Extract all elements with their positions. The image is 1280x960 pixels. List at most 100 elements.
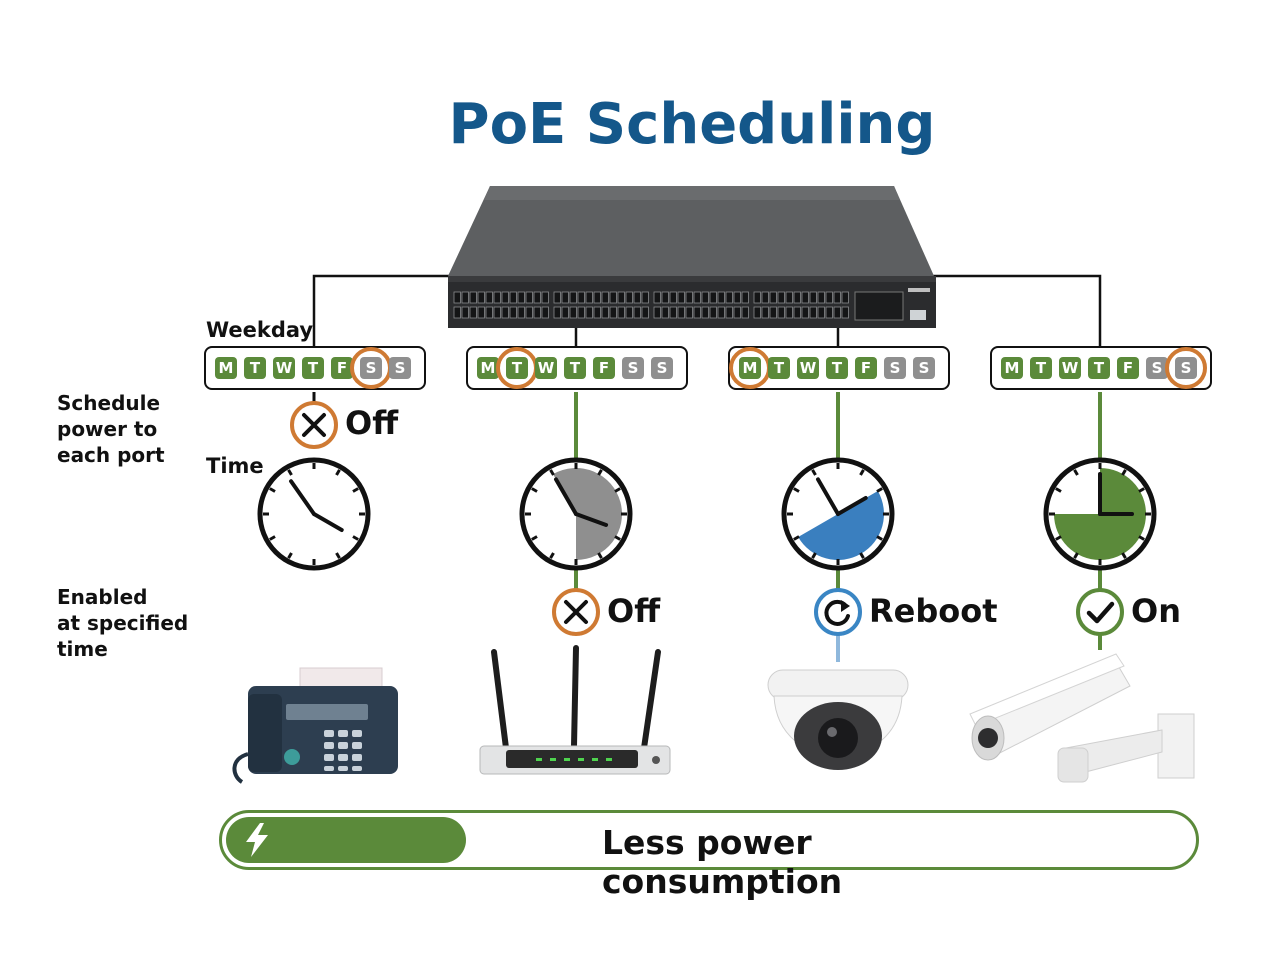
switch-port (717, 306, 725, 319)
switch-sfp-block (854, 291, 904, 321)
switch-port (769, 291, 777, 304)
clock-tick (859, 469, 865, 476)
switch-port (785, 291, 793, 304)
switch-port (561, 291, 569, 304)
day-3-port-2: T (564, 357, 586, 379)
switch-port (617, 291, 625, 304)
enabled-label-line-3: time (57, 637, 108, 661)
clock-tick (793, 535, 800, 541)
clock-tick (352, 487, 359, 493)
switch-port (469, 306, 477, 319)
switch-top-panel (448, 186, 934, 276)
switch-port (509, 306, 517, 319)
clock-tick (1055, 535, 1062, 541)
switch-port (825, 291, 833, 304)
day-2-port-3: W (797, 357, 819, 379)
switch-port (477, 291, 485, 304)
fax-display (286, 704, 368, 720)
fax-keypad (324, 730, 362, 771)
selected-day-ring (1165, 347, 1207, 389)
switch-port (525, 306, 533, 319)
day-0-port-2: M (477, 357, 499, 379)
switch-port (769, 306, 777, 319)
router-antenna-left (491, 649, 509, 751)
clock-port-2 (519, 457, 633, 571)
schedule-label-line-2: power to (57, 417, 158, 441)
switch-port (625, 291, 633, 304)
switch-port (817, 306, 825, 319)
enabled-label: Enabled at specified time (57, 584, 188, 662)
switch-port (741, 291, 749, 304)
switch-port (669, 306, 677, 319)
switch-port (777, 306, 785, 319)
switch-port (841, 291, 849, 304)
switch-port (801, 306, 809, 319)
day-6-port-2: S (651, 357, 673, 379)
fax-cord (232, 752, 249, 784)
switch-port (833, 306, 841, 319)
clock-hour-hand (836, 496, 868, 516)
switch-port (593, 306, 601, 319)
switch-port (709, 306, 717, 319)
switch-port (641, 291, 649, 304)
clock-hour-hand (312, 512, 344, 532)
switch-port (733, 306, 741, 319)
clock-tick (811, 469, 817, 476)
switch-port (569, 306, 577, 319)
router-antenna-center (571, 645, 579, 749)
power-banner: Less power consumption (219, 810, 1199, 901)
clock-tick (811, 552, 817, 559)
bullet-camera-lens (978, 728, 998, 748)
day-2-port-4: W (1059, 357, 1081, 379)
enabled-label-line-1: Enabled (57, 585, 148, 609)
switch-port (841, 306, 849, 319)
day-0-port-4: M (1001, 357, 1023, 379)
switch-console-port (910, 310, 926, 320)
day-3-port-3: T (826, 357, 848, 379)
switch-port (793, 291, 801, 304)
router-leds (536, 758, 612, 761)
clock-tick (335, 469, 341, 476)
switch-port (641, 306, 649, 319)
clock-tick (335, 552, 341, 559)
switch-port (785, 306, 793, 319)
switch-port (733, 291, 741, 304)
switch-port (569, 291, 577, 304)
switch-port (625, 306, 633, 319)
switch-port (725, 291, 733, 304)
port-2-status-icon (552, 588, 600, 636)
clock-tick (287, 552, 293, 559)
switch-port (577, 306, 585, 319)
clock-tick (1121, 469, 1127, 476)
switch-port (501, 306, 509, 319)
router-antenna-right (641, 649, 661, 751)
switch-front-edge (448, 276, 936, 282)
port-4-status-icon (1076, 588, 1124, 636)
switch-port (725, 306, 733, 319)
switch-port (469, 291, 477, 304)
switch-port (717, 291, 725, 304)
day-0-port-1: M (215, 357, 237, 379)
switch-port (669, 291, 677, 304)
lightning-icon (246, 823, 268, 857)
switch-port (809, 291, 817, 304)
day-5-port-4: S (1146, 357, 1168, 379)
clock-schedule-wedge (798, 491, 884, 560)
switch-port (653, 291, 661, 304)
port-3-status-label: Reboot (869, 592, 998, 630)
schedule-label-line-1: Schedule (57, 391, 161, 415)
bullet-mount-joint (1057, 747, 1089, 783)
day-4-port-3: F (855, 357, 877, 379)
switch-port (609, 306, 617, 319)
port-3-status-icon (814, 588, 862, 636)
fax-machine-image (232, 667, 398, 784)
day-4-port-1: F (331, 357, 353, 379)
day-1-port-4: T (1030, 357, 1052, 379)
switch-port (453, 291, 461, 304)
clock-tick (1073, 552, 1079, 559)
weekday-label: Weekday (206, 318, 314, 342)
switch-port (693, 306, 701, 319)
